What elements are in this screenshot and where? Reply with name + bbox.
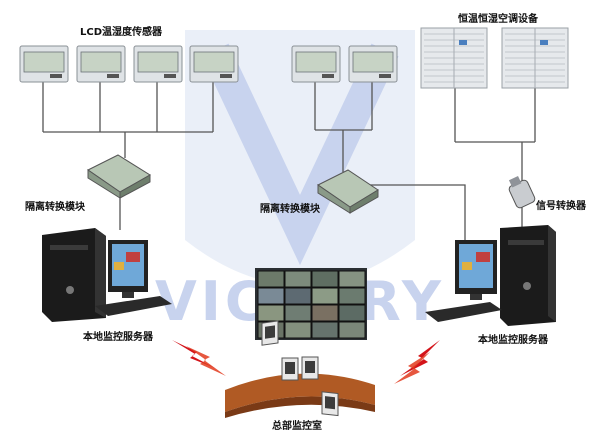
hq-monitor-room-label: 总部监控室 [272,421,322,432]
local-server-right-label: 本地监控服务器 [478,335,548,346]
monitor-icon [455,240,497,300]
computer-tower-icon [42,228,106,322]
computer-tower-icon [500,225,556,326]
signal-converter-icon [508,175,536,209]
lightning-icon [394,340,440,384]
isolation-module-icon [317,169,379,214]
isolation-module-icon [87,154,151,199]
lcd-sensors-label: LCD温湿度传感器 [80,27,163,38]
local-server-left-label: 本地监控服务器 [83,332,153,343]
control-desk-icon [225,320,375,418]
monitor-icon [108,240,148,298]
isolation-module-center-label: 隔离转换模块 [260,204,320,215]
ac-units-label: 恒温恒湿空调设备 [458,14,538,25]
keyboard-icon [425,302,502,322]
video-wall-icon [255,268,367,340]
signal-converter-label: 信号转换器 [536,201,586,212]
isolation-module-left-label: 隔离转换模块 [25,202,85,213]
keyboard-icon [95,296,172,316]
